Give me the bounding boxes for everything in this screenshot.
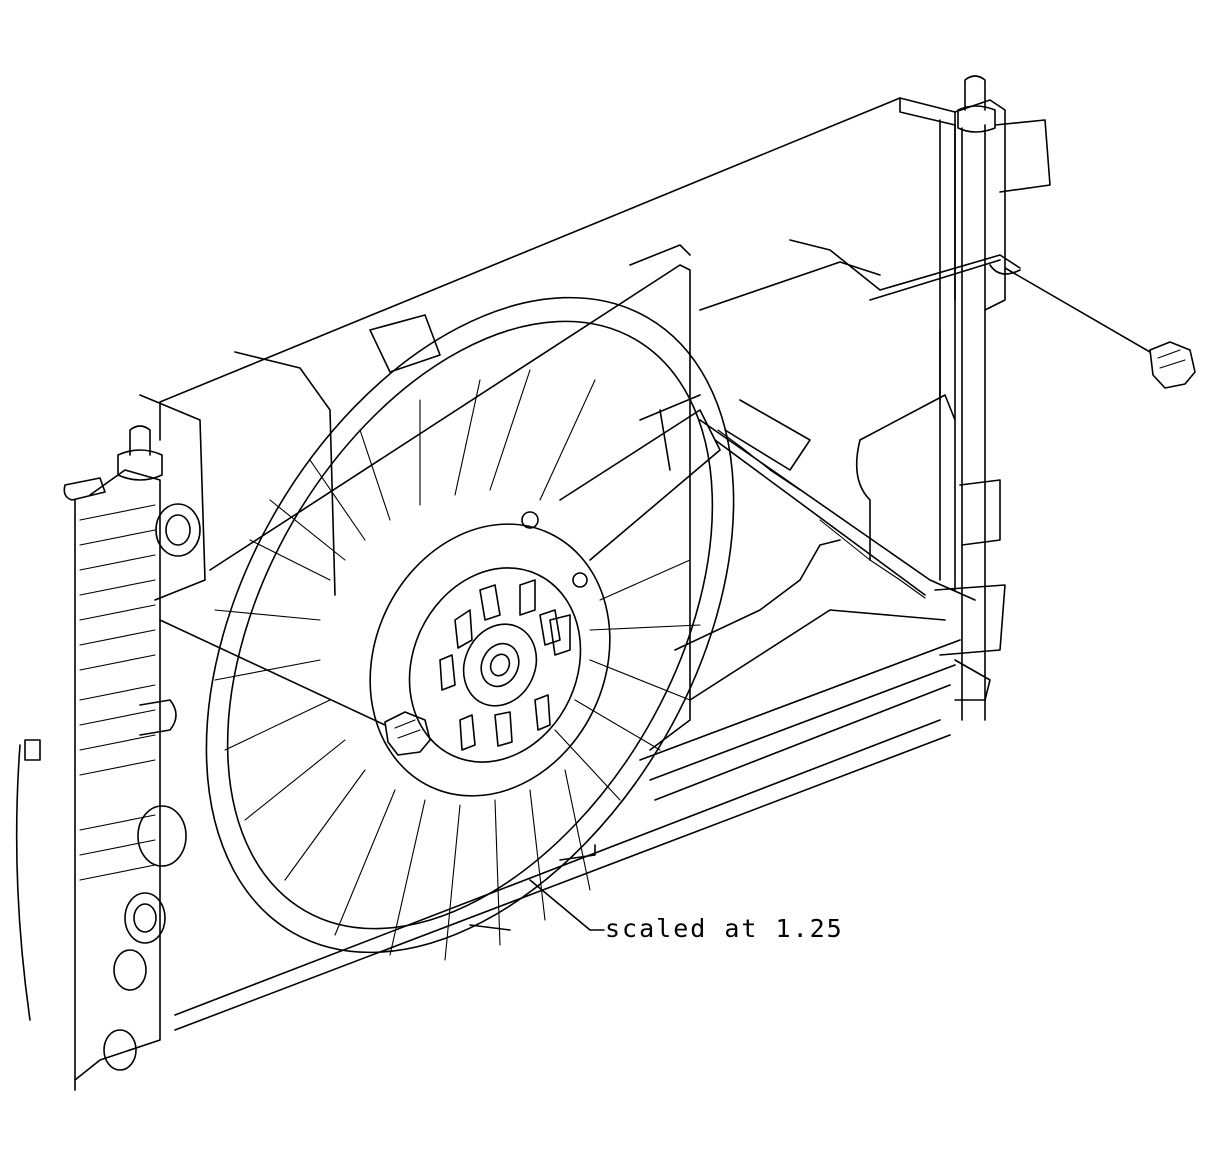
- fan-motor: [369, 394, 811, 797]
- callout-leader: [529, 879, 605, 931]
- left-radiator-tank: [15, 394, 206, 1091]
- fan-blades: [214, 369, 701, 961]
- right-bracket: [699, 329, 976, 601]
- radiator-core: [159, 97, 956, 1031]
- fan-hub: [462, 623, 538, 707]
- scale-callout-label: scaled at 1.25: [605, 914, 844, 943]
- upper-right-bolt-icon: [1004, 267, 1196, 389]
- center-bolt-icon: [159, 619, 431, 756]
- right-radiator-tank: [934, 75, 1051, 721]
- fan-shroud: [209, 239, 1021, 801]
- fan-ring: [205, 296, 735, 954]
